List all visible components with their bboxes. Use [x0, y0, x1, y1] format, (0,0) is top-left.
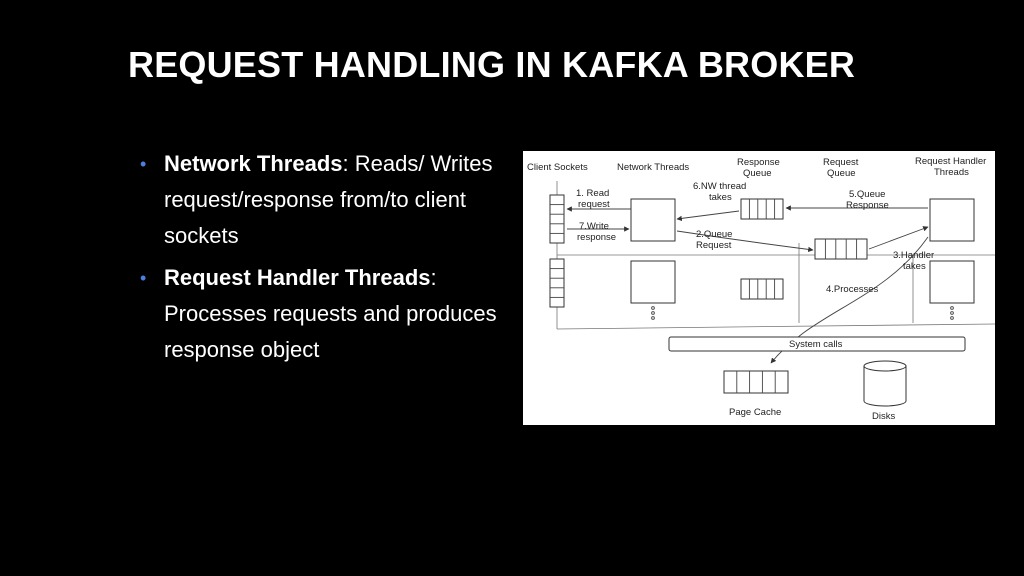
header-response-queue-2: Queue [743, 168, 772, 179]
arrow-queue-request [676, 230, 814, 253]
response-queue-2 [740, 278, 784, 300]
bullet-dot-icon: • [140, 268, 147, 288]
bullet-term: Network Threads [164, 151, 343, 176]
bullet-dot-icon: • [140, 154, 147, 174]
header-network-threads: Network Threads [617, 162, 689, 173]
step-4-label: 4.Processes [826, 284, 879, 295]
bullet-network-threads: • Network Threads: Reads/ Writes request/… [140, 146, 520, 254]
bullet-text: : Reads/ Writes request/response from/to… [164, 151, 493, 248]
slide-title: REQUEST HANDLING IN KAFKA BROKER [128, 44, 856, 85]
kafka-request-diagram: Client Sockets Network Threads Response … [523, 151, 995, 425]
step-1-label-2: request [578, 199, 610, 210]
step-2-label-2: Request [696, 240, 732, 251]
system-calls-bar [668, 336, 966, 352]
handler-thread-box-2 [929, 260, 975, 304]
header-request-queue: Request [823, 157, 859, 168]
request-queue [814, 238, 868, 260]
arrow-nw-thread-takes [676, 210, 740, 222]
step-5-label: 5.Queue [849, 189, 885, 200]
handler-thread-box-1 [929, 198, 975, 242]
bullet-term: Request Handler Threads [164, 265, 431, 290]
step-7-label: 7.Write [579, 221, 609, 232]
step-6-label: 6.NW thread [693, 181, 746, 192]
page-cache-label: Page Cache [729, 407, 781, 418]
step-3-label: 3.Handler [893, 250, 934, 261]
arrow-handler-takes [868, 226, 929, 250]
header-request-queue-2: Queue [827, 168, 856, 179]
network-thread-box-2 [630, 260, 676, 304]
network-thread-box-1 [630, 198, 676, 242]
response-queue-1 [740, 198, 784, 220]
step-2-label: 2.Queue [696, 229, 732, 240]
page-cache [723, 370, 789, 394]
diagram-svg: Client Sockets Network Threads Response … [527, 156, 995, 422]
step-6-label-2: takes [709, 192, 732, 203]
step-7-label-2: response [577, 232, 616, 243]
header-client-sockets: Client Sockets [527, 162, 588, 173]
disk-cylinder-icon [863, 360, 907, 407]
disks-label: Disks [872, 411, 895, 422]
bottom-divider [556, 323, 995, 330]
system-calls-label: System calls [789, 339, 843, 350]
network-threads-more-icon [651, 306, 655, 320]
bullet-request-handler-threads: • Request Handler Threads: Processes requ… [140, 260, 520, 368]
handler-threads-more-icon [950, 306, 954, 320]
step-1-label: 1. Read [576, 188, 609, 199]
bullet-text: : Processes requests and produces respon… [164, 265, 497, 362]
header-response-queue: Response [737, 157, 780, 168]
step-3-label-2: takes [903, 261, 926, 272]
header-handler-threads: Request Handler [915, 156, 986, 167]
header-handler-threads-2: Threads [934, 167, 969, 178]
client-socket-stack-1 [549, 194, 565, 244]
client-socket-stack-2 [549, 258, 565, 308]
step-5-label-2: Response [846, 200, 889, 211]
bullet-list: • Network Threads: Reads/ Writes request/… [140, 146, 520, 374]
